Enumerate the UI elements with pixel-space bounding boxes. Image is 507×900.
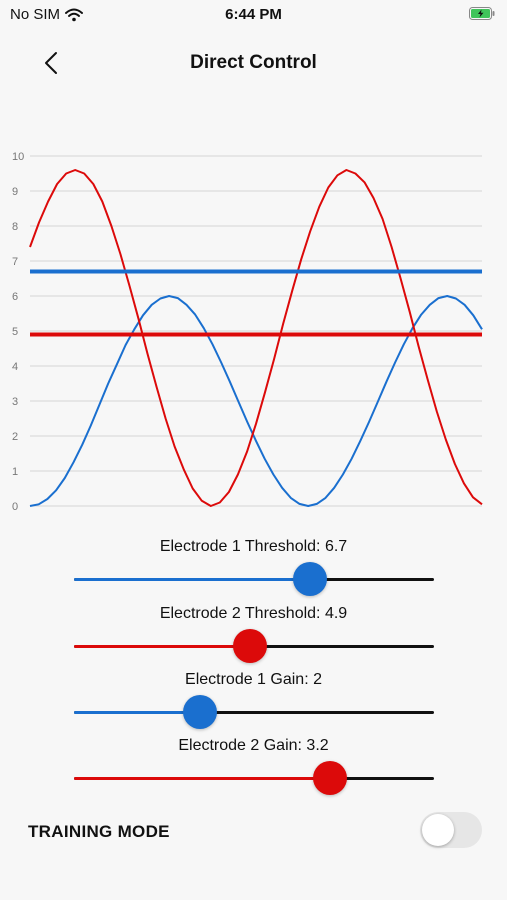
nav-bar: Direct Control (0, 40, 507, 84)
y-tick-label: 9 (12, 186, 18, 198)
slider-fill (74, 777, 330, 780)
slider-thumb[interactable] (233, 629, 268, 663)
slider-fill (74, 645, 251, 648)
training-mode-label: TRAINING MODE (28, 822, 170, 841)
slider-label: Electrode 1 Threshold: 6.7 (159, 538, 348, 555)
slider-thumb[interactable] (183, 695, 217, 729)
y-tick-label: 3 (12, 396, 18, 408)
slider-track[interactable] (74, 695, 434, 729)
slider-track[interactable] (74, 629, 434, 663)
slider-fill (74, 711, 200, 714)
series-line-1 (29, 295, 483, 507)
toggle-knob (422, 814, 454, 846)
wifi-icon (65, 8, 84, 21)
slider-thumb[interactable] (292, 562, 327, 596)
y-tick-label: 4 (12, 361, 18, 373)
signal-chart: 0 1 2 3 4 5 6 7 8 9 10 (12, 151, 483, 513)
status-time: 6:44 PM (225, 6, 282, 23)
y-tick-label: 8 (12, 221, 18, 233)
carrier-label: No SIM (10, 6, 61, 23)
y-tick-label: 1 (12, 466, 18, 478)
slider-label: Electrode 2 Gain: 3.2 (178, 737, 329, 754)
y-tick-label: 10 (12, 151, 24, 163)
series-line-2 (29, 169, 483, 507)
status-left: No SIM (10, 6, 84, 23)
back-chevron-icon[interactable] (36, 48, 66, 78)
y-tick-label: 2 (12, 431, 18, 443)
slider-fill (74, 578, 310, 581)
training-mode-toggle[interactable] (420, 812, 482, 848)
battery-charging-icon (469, 7, 495, 20)
status-bar: No SIM 6:44 PM (0, 0, 507, 30)
y-tick-label: 7 (12, 256, 18, 268)
slider-track[interactable] (74, 761, 434, 795)
slider-label: Electrode 2 Threshold: 4.9 (159, 605, 348, 622)
slider-label: Electrode 1 Gain: 2 (185, 671, 322, 688)
y-tick-label: 0 (12, 501, 18, 513)
y-tick-label: 5 (12, 326, 18, 338)
slider-thumb[interactable] (312, 761, 347, 795)
y-tick-label: 6 (12, 291, 18, 303)
page-title: Direct Control (190, 52, 317, 73)
slider-track[interactable] (74, 562, 434, 596)
